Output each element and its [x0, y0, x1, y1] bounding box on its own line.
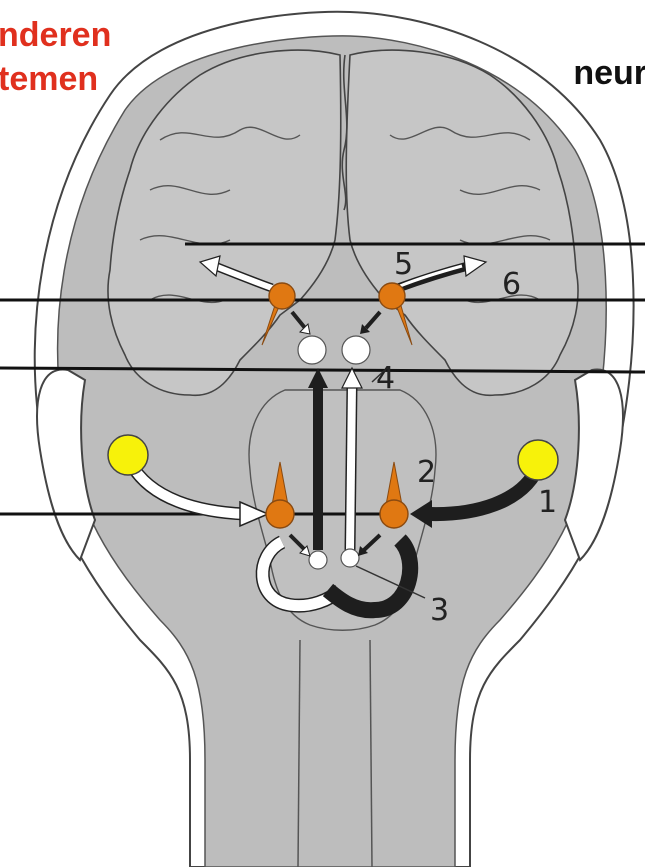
label-6: 6 — [502, 270, 521, 300]
white-nucleus-left — [298, 336, 326, 364]
label-2: 2 — [417, 458, 436, 488]
label-4: 4 — [376, 364, 395, 394]
label-5: 5 — [394, 250, 413, 280]
orange-neuron-upper-left — [269, 283, 295, 309]
left-cochlea-circle — [108, 435, 148, 475]
small-nucleus-left — [309, 551, 327, 569]
orange-neuron-upper-right — [379, 283, 405, 309]
ascending-white-arrow-fill — [350, 385, 352, 550]
white-nucleus-right — [342, 336, 370, 364]
label-3: 3 — [430, 596, 449, 626]
orange-neuron-lower-left — [266, 500, 294, 528]
small-nucleus-right — [341, 549, 359, 567]
right-cochlea-circle — [518, 440, 558, 480]
orange-neuron-lower-right — [380, 500, 408, 528]
label-1: 1 — [538, 488, 557, 518]
